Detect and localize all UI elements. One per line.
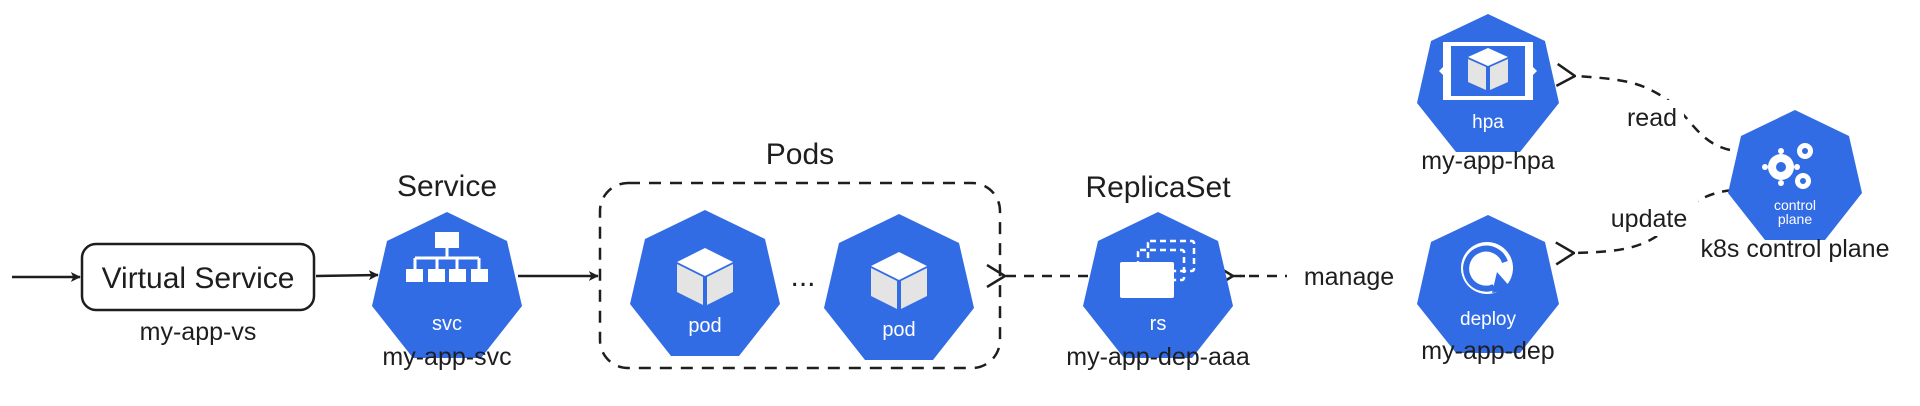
hpa-node[interactable]: hpa	[1417, 14, 1559, 152]
replicaset-title: ReplicaSet	[1085, 171, 1231, 204]
virtual-service-name: my-app-vs	[140, 318, 257, 346]
control-plane-node[interactable]: control plane	[1728, 110, 1862, 240]
service-hex	[372, 212, 522, 358]
control-plane-name: k8s control plane	[1700, 235, 1889, 263]
deployment-node[interactable]: deploy	[1417, 215, 1559, 353]
pods-group-box	[598, 181, 1002, 370]
service-network-icon	[406, 232, 488, 282]
gears-icon	[1762, 143, 1813, 189]
pod-node-1[interactable]: pod	[630, 210, 780, 356]
control-plane-icon-label-line1: control	[1774, 197, 1816, 213]
deployment-name: my-app-dep	[1421, 337, 1554, 365]
refresh-icon	[1461, 242, 1513, 294]
arrow-virtual-service-to-service	[315, 270, 379, 281]
control-plane-hex	[1728, 110, 1862, 240]
pod-node-2[interactable]: pod	[824, 214, 974, 360]
stacked-rect-icon	[1120, 239, 1196, 298]
cube-icon	[871, 252, 927, 309]
service-title: Service	[397, 170, 497, 203]
pod-icon-label-2: pod	[882, 319, 915, 341]
pod-hex-1	[630, 210, 780, 356]
replicaset-name: my-app-dep-aaa	[1066, 343, 1250, 371]
hpa-icon-label: hpa	[1472, 112, 1504, 133]
hpa-name: my-app-hpa	[1421, 147, 1554, 175]
virtual-service-box[interactable]	[80, 242, 316, 312]
replicaset-node[interactable]: rs	[1083, 212, 1233, 358]
autoscale-icon	[1439, 42, 1537, 100]
pod-hex-2	[824, 214, 974, 360]
edge-label-read: read	[1627, 104, 1677, 132]
pods-ellipsis: ...	[790, 260, 815, 293]
deployment-icon-label: deploy	[1460, 309, 1516, 330]
pods-title: Pods	[766, 138, 834, 171]
service-node[interactable]: svc	[372, 212, 522, 358]
virtual-service-label: Virtual Service	[102, 262, 295, 295]
dashed-control-plane-to-hpa	[1575, 76, 1731, 152]
edge-label-update: update	[1611, 205, 1687, 233]
control-plane-icon-label-line2: plane	[1778, 211, 1812, 227]
replicaset-icon-label: rs	[1150, 313, 1167, 335]
cube-icon	[677, 248, 733, 305]
service-icon-label: svc	[432, 313, 462, 335]
edge-label-manage: manage	[1304, 263, 1394, 291]
service-name: my-app-svc	[382, 343, 511, 371]
pod-icon-label-1: pod	[688, 315, 721, 337]
